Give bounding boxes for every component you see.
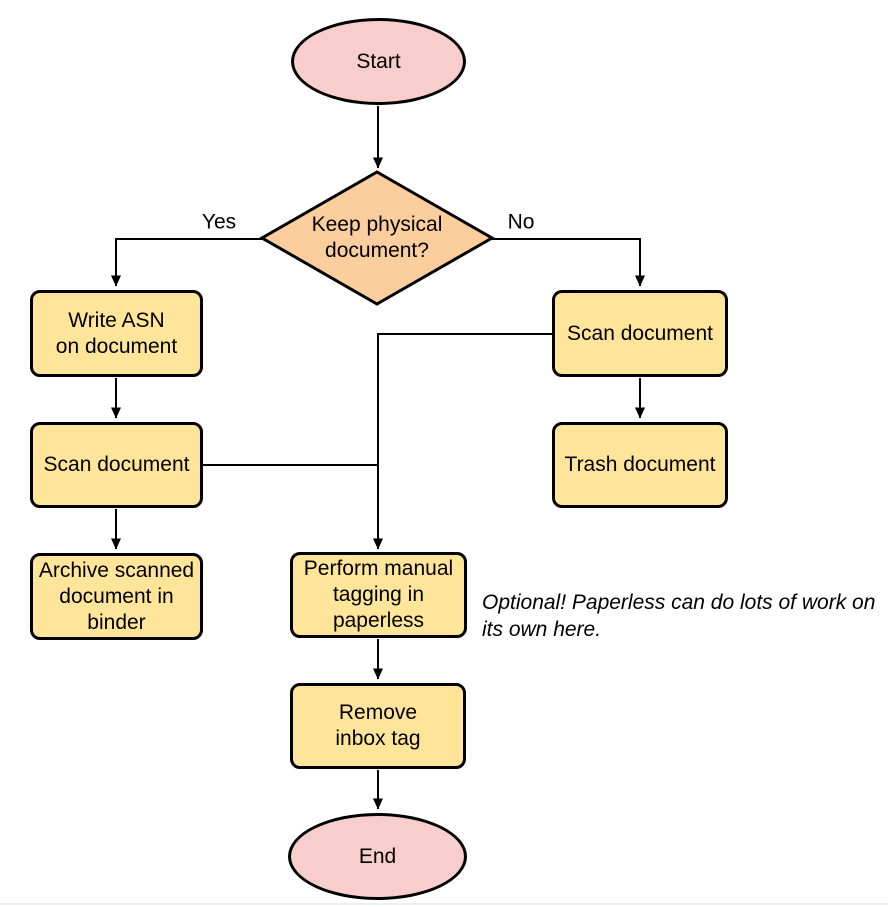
annotation-optional-paperless-note: Optional! Paperless can do lots of work … [482, 591, 876, 641]
decision-diamond-shape [258, 170, 496, 306]
node-end: End [288, 813, 467, 900]
node-remove-inbox-tag: Remove inbox tag [290, 683, 466, 769]
edge-decision-yes-to-write-asn [111, 238, 262, 287]
edge-label-no: No [507, 210, 535, 234]
bottom-border-line [0, 903, 888, 905]
node-decision-keep-physical-document: Keep physical document? [311, 213, 443, 262]
edge-scan-document-right-to-manual-tagging [373, 333, 552, 550]
edge-decision-no-to-scan-document [492, 238, 645, 287]
node-scan-document-left: Scan document [30, 422, 203, 508]
edge-label-yes: Yes [201, 210, 237, 234]
node-perform-manual-tagging-in-paperless: Perform manual tagging in paperless [290, 552, 467, 638]
node-archive-scanned-document-in-binder: Archive scanned document in binder [30, 553, 203, 640]
node-trash-document: Trash document [552, 422, 728, 508]
node-scan-document-right: Scan document [552, 290, 728, 377]
node-write-asn-on-document: Write ASN on document [30, 290, 203, 377]
node-start: Start [291, 18, 466, 105]
